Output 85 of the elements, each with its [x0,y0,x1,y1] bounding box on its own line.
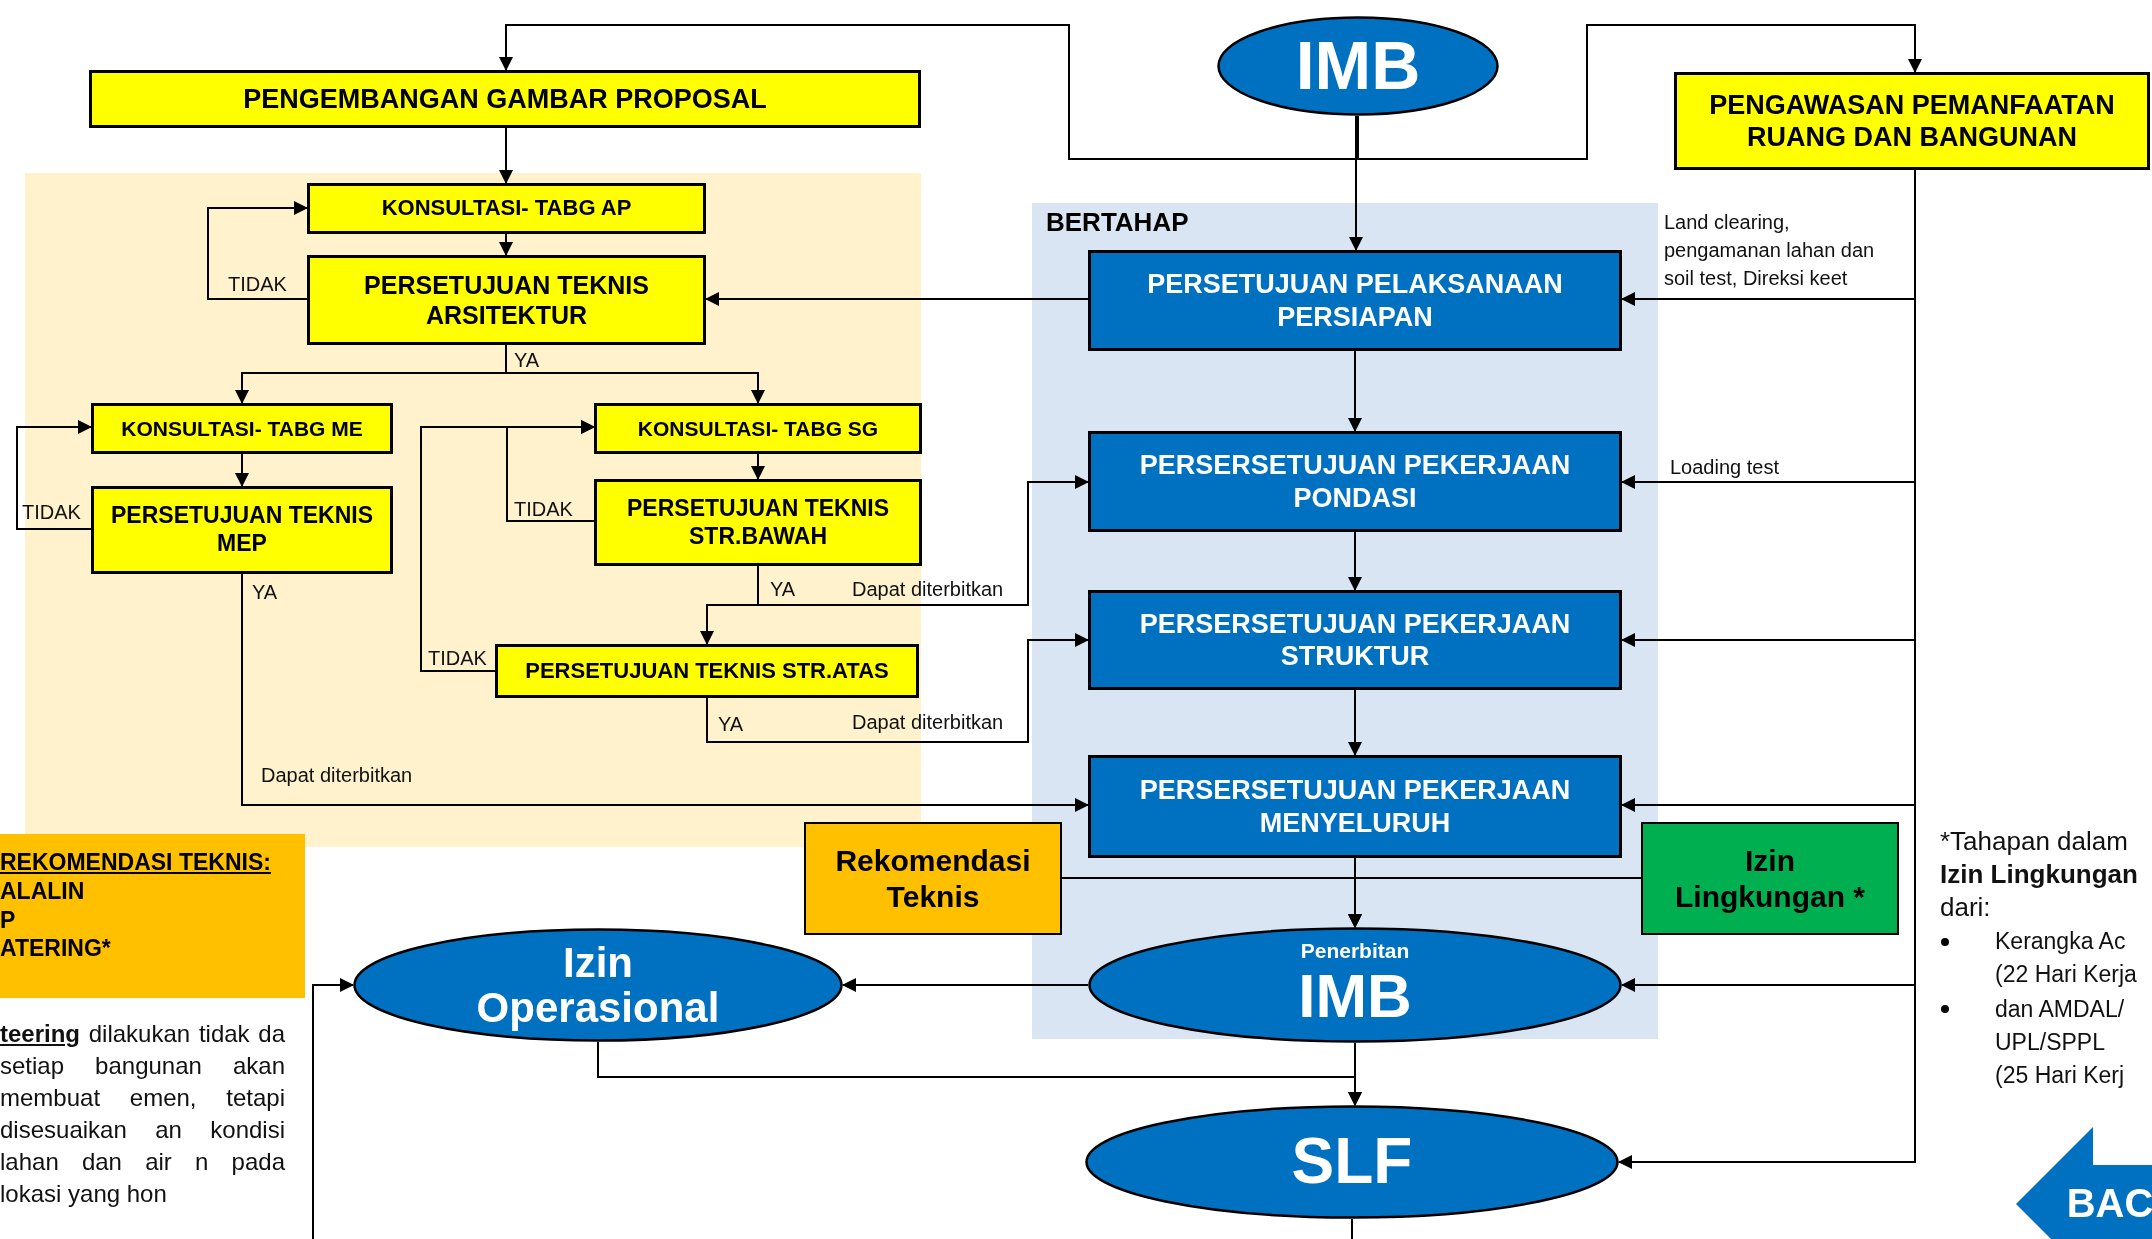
edge-note: Dapat diterbitkan [261,763,413,787]
edge-label: TIDAK [228,272,287,296]
oval-node [1217,16,1499,116]
arrow [235,453,249,487]
stage-box [1088,431,1622,532]
arrow [751,453,765,480]
arrow [1348,877,1642,928]
stage-box [1088,755,1622,858]
arrow [499,233,513,256]
arrow [1357,24,1922,160]
box-label: PERSERSETUJUAN PEKERJAAN STRUKTUR [1138,607,1572,673]
note-text: *Tahapan dalam Izin Lingkungan dari: [1940,825,2139,924]
box-label: SLF [1291,1127,1413,1197]
section-heading: REKOMENDASI TEKNIS: [0,848,271,877]
process-box [91,403,393,454]
box-label: BERTAHAP [1046,207,1189,239]
box-label: KONSULTASI- TABG AP [381,195,632,222]
box-label: PERSERSETUJUAN PEKERJAAN PONDASI [1138,449,1572,514]
arrow [420,420,595,672]
arrow [1348,689,1362,756]
box-label: IMB [1295,29,1421,103]
box-label: BAC [2066,1180,2152,1227]
box-label: KONSULTASI- TABG SG [637,415,879,442]
arrow [1348,350,1362,432]
edge-label: YA [252,580,278,604]
box-label: PERSETUJUAN TEKNIS ARSITEKTUR [363,270,650,330]
box-label: P [0,905,16,935]
arrow [499,127,513,184]
box-label: PERSETUJUAN PELAKSANAAN PERSIAPAN [1146,268,1564,333]
edge-label: TIDAK [514,497,573,521]
edge-label: TIDAK [428,646,487,670]
process-box [307,183,706,234]
edge-label: YA [770,577,796,601]
box-label: PERSERSETUJUAN PEKERJAAN MENYELURUH [1138,774,1572,839]
list-item: dan AMDAL/ UPL/SPPL (25 Hari Kerj [1995,995,2126,1090]
edge-label: YA [718,712,744,736]
box-label: PERSETUJUAN TEKNIS STR.BAWAH [626,494,890,551]
process-box [804,822,1062,935]
box-label: KONSULTASI- TABG ME [121,415,363,442]
edge-label: Land clearing, pengamanan lahan dan soil test, Direksi keet [1664,210,1876,291]
arrow [706,633,1089,743]
box-label: Izin Lingkungan * [1674,842,1866,915]
edge-label: TIDAK [22,500,81,524]
process-box [91,486,393,574]
note-box [0,834,305,998]
arrow [705,292,1089,306]
arrow [505,344,765,404]
edge-label: Dapat diterbitkan [852,577,1004,601]
arrow [757,475,1089,606]
back-arrow [2016,1127,2152,1239]
box-label: Rekomendasi Teknis [834,842,1032,915]
stage-box [1088,590,1622,690]
process-box [1674,72,2150,170]
oval-node [1088,927,1622,1043]
box-label: PERSETUJUAN TEKNIS STR.ATAS [525,657,889,685]
arrow [1348,531,1362,591]
connector-line [1351,1218,1353,1239]
paragraph: teering dilakukan tidak da setiap bangunan akan membuat emen, tetapi disesuaikan an kondisi lahan dan air n pada lokasi yang hon [0,1019,285,1209]
edge-label: YA [514,348,540,372]
edge-label: Loading test [1670,455,1779,479]
box-label: ATERING* [0,934,111,963]
box-label: PENGEMBANGAN GAMBAR PROPOSAL [243,82,767,116]
arrow [842,978,1089,992]
process-box [307,255,706,345]
box-label: PENGAWASAN PEMANFAATAN RUANG DAN BANGUNAN [1708,88,2116,154]
oval-node [353,928,843,1042]
process-box [594,403,922,454]
arrow [16,420,92,530]
stage-box [1088,250,1622,351]
arrow [312,978,354,1239]
box-label: IMB [1298,962,1412,1030]
arrow [207,201,308,300]
box-label: Izin Operasional [475,939,721,1031]
arrow [597,1041,1362,1106]
box-label: Penerbitan [1300,940,1410,963]
process-box [594,479,922,566]
arrow [1349,115,1363,251]
box-label: ALALIN [0,876,85,906]
edge-note: Dapat diterbitkan [852,710,1004,734]
oval-node [1085,1105,1619,1219]
process-box [1641,822,1899,935]
arrow [241,573,1089,812]
process-box [89,70,921,128]
box-label: PERSETUJUAN TEKNIS MEP [110,502,374,558]
process-box [495,644,919,698]
